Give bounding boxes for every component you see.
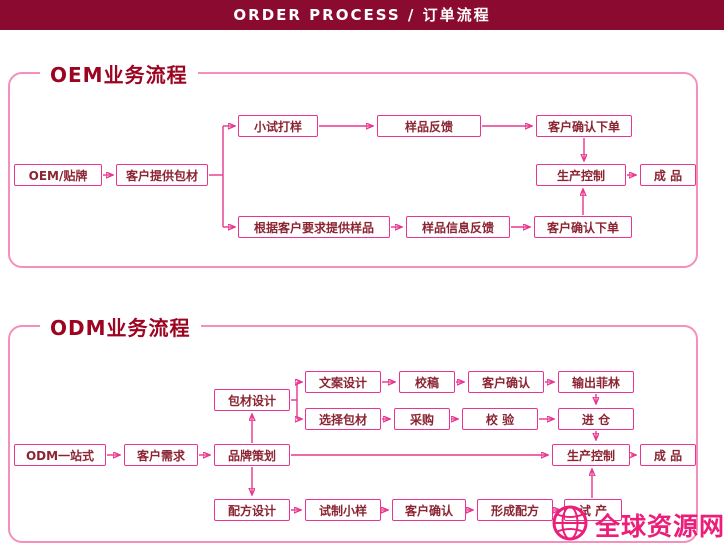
flow-node-oem-packaging: 客户提供包材 — [116, 164, 208, 186]
flow-node-oem-start: OEM/贴牌 — [14, 164, 102, 186]
flow-node-oem-sample-req: 根据客户要求提供样品 — [238, 216, 390, 238]
flow-node-odm-proof: 校稿 — [399, 371, 455, 393]
oem-section-title: OEM业务流程 — [40, 59, 198, 88]
flow-node-odm-inspect: 校 验 — [462, 408, 538, 430]
watermark: 全球资源网 — [550, 503, 724, 547]
flow-node-odm-choose-pack: 选择包材 — [305, 408, 381, 430]
flow-node-oem-feedback: 样品反馈 — [377, 115, 481, 137]
flow-node-odm-copy-design: 文案设计 — [305, 371, 381, 393]
flow-node-odm-purchase: 采购 — [394, 408, 450, 430]
flow-node-oem-confirm-top: 客户确认下单 — [536, 115, 632, 137]
flow-node-odm-production: 生产控制 — [552, 444, 630, 466]
flow-node-odm-formula-done: 形成配方 — [477, 499, 553, 521]
flow-node-oem-finished: 成 品 — [640, 164, 696, 186]
flow-node-oem-trial: 小试打样 — [238, 115, 318, 137]
flow-node-odm-formula: 配方设计 — [214, 499, 290, 521]
odm-section-title: ODM业务流程 — [40, 312, 201, 341]
flow-node-odm-confirm-1: 客户确认 — [468, 371, 544, 393]
watermark-text: 全球资源网 — [595, 512, 724, 541]
oem-section: OEM业务流程 — [8, 59, 698, 268]
app-header: ORDER PROCESS / 订单流程 — [0, 0, 724, 30]
flow-node-odm-branding: 品牌策划 — [214, 444, 290, 466]
flow-node-oem-confirm-bot: 客户确认下单 — [534, 216, 632, 238]
flow-node-odm-film-output: 输出菲林 — [558, 371, 634, 393]
flow-node-odm-warehouse: 进 仓 — [558, 408, 634, 430]
flow-node-odm-trial-sample: 试制小样 — [305, 499, 381, 521]
odm-section: ODM业务流程 — [8, 312, 698, 543]
flow-node-odm-confirm-2: 客户确认 — [392, 499, 466, 521]
globe-icon — [550, 503, 590, 547]
flow-node-odm-start: ODM一站式 — [14, 444, 106, 466]
flow-node-odm-pack-design: 包材设计 — [214, 389, 290, 411]
flow-node-odm-finished: 成 品 — [640, 444, 696, 466]
flow-node-oem-sample-info: 样品信息反馈 — [406, 216, 510, 238]
page-title: ORDER PROCESS / 订单流程 — [233, 6, 491, 24]
flow-node-odm-need: 客户需求 — [124, 444, 198, 466]
flow-node-oem-production: 生产控制 — [536, 164, 626, 186]
